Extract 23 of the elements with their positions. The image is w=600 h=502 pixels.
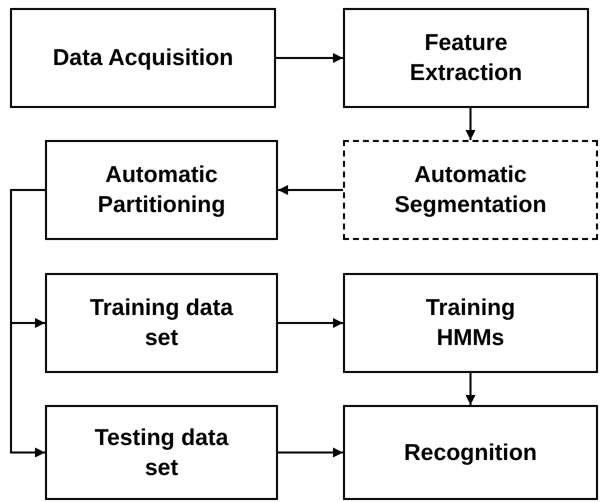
box-label: Training HMMs	[424, 293, 516, 352]
box-label: Feature Extraction	[408, 28, 524, 87]
process-box	[343, 405, 598, 500]
box-label: Data Acquisition	[52, 43, 234, 72]
process-box	[343, 273, 598, 373]
process-box	[45, 273, 278, 373]
arrow	[466, 373, 476, 405]
box-label: Recognition	[404, 438, 537, 467]
box-label: Automatic Partitioning	[96, 160, 226, 219]
process-box	[45, 140, 278, 240]
arrow	[278, 448, 343, 458]
box-label: Training data set	[88, 293, 234, 352]
process-box	[45, 405, 278, 500]
arrow	[278, 185, 343, 195]
arrow	[278, 318, 343, 328]
arrow	[10, 189, 45, 458]
process-box	[10, 8, 276, 108]
arrow	[466, 108, 476, 140]
box-label: Testing data set	[94, 422, 230, 482]
process-box	[343, 8, 589, 108]
arrow	[276, 53, 343, 63]
process-box	[343, 140, 598, 240]
box-label: Automatic Segmentation	[393, 160, 548, 219]
